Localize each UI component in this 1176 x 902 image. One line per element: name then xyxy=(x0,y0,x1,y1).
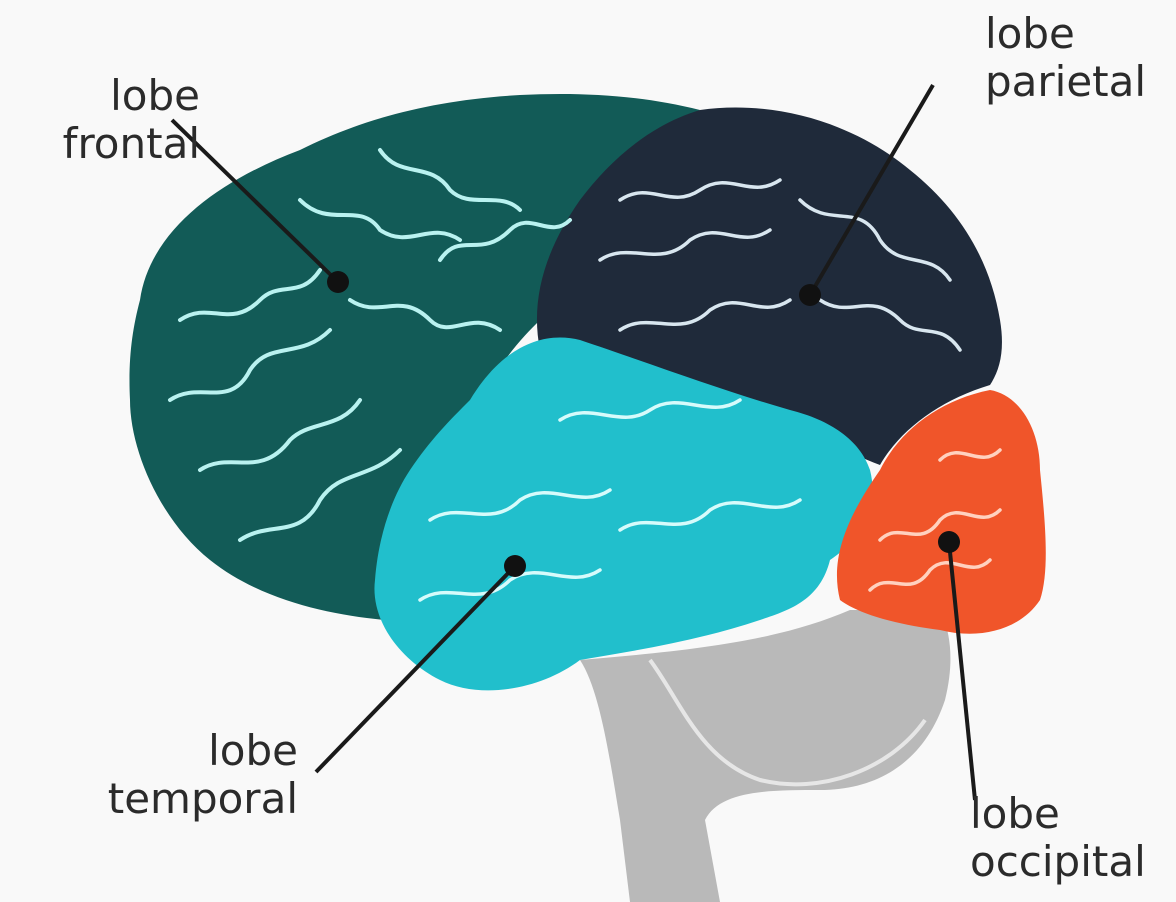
marker-dot-parietal xyxy=(799,284,821,306)
label-temporal-line2: temporal xyxy=(100,775,298,823)
label-parietal-line1: lobe xyxy=(985,10,1146,58)
marker-dot-temporal xyxy=(504,555,526,577)
label-temporal-line1: lobe xyxy=(100,727,298,775)
label-frontal-line1: lobe xyxy=(22,72,200,120)
marker-dot-occipital xyxy=(938,531,960,553)
label-occipital-line1: lobe xyxy=(970,790,1146,838)
label-parietal-line2: parietal xyxy=(985,58,1146,106)
label-occipital-lobe: lobe occipital xyxy=(970,790,1146,886)
marker-dot-frontal xyxy=(327,271,349,293)
brainstem xyxy=(580,610,950,902)
label-parietal-lobe: lobe parietal xyxy=(985,10,1146,106)
label-temporal-lobe: lobe temporal xyxy=(100,727,298,823)
label-frontal-lobe: lobe frontal xyxy=(22,72,200,168)
label-occipital-line2: occipital xyxy=(970,838,1146,886)
label-frontal-line2: frontal xyxy=(22,120,200,168)
